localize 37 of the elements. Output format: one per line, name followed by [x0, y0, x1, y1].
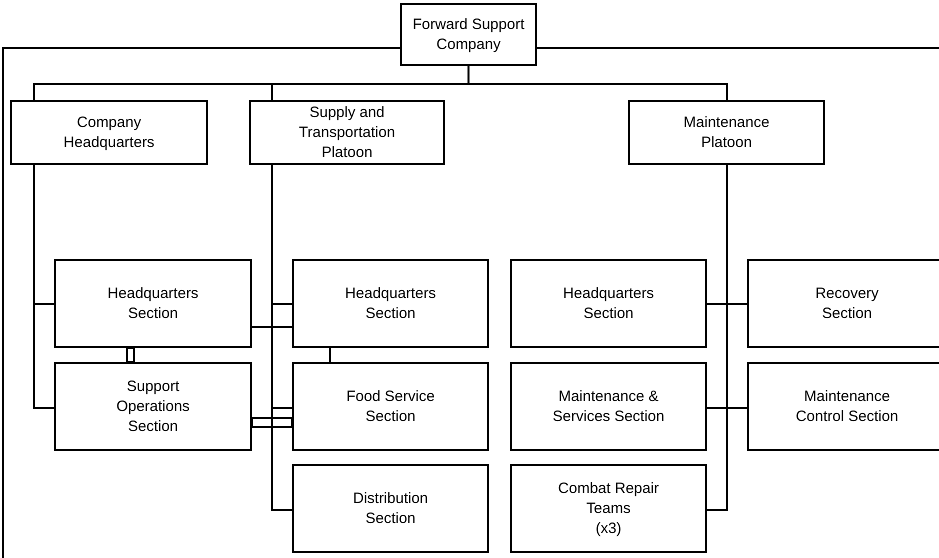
org-unit-box — [292, 464, 489, 553]
unit-name: Support Operations Section — [115, 376, 191, 436]
org-unit-box — [628, 100, 825, 165]
org-unit-box — [510, 259, 707, 348]
unit-name: Headquarters Section — [106, 284, 200, 324]
connector-line — [468, 66, 728, 100]
unit-name: Maintenance Platoon — [682, 112, 770, 152]
unit-name: Headquarters Section — [344, 284, 437, 324]
org-unit-box — [510, 464, 707, 553]
unit-name: Maintenance Control Section — [794, 386, 900, 426]
connector-line — [33, 165, 54, 409]
unit-name: Distribution Section — [352, 488, 430, 528]
unit-name: Supply and Transportation Platoon — [298, 102, 396, 162]
org-unit-box — [292, 259, 489, 348]
org-unit-box — [54, 259, 252, 348]
unit-name: (x3) — [596, 518, 622, 538]
unit-name: Maintenance & Services Section — [552, 386, 666, 426]
org-unit-box — [400, 3, 537, 66]
org-unit-box — [292, 362, 489, 451]
unit-name: Food Service Section — [345, 386, 436, 426]
unit-name: Forward Support Company — [412, 14, 526, 54]
connector-line — [251, 326, 293, 328]
unit-name: Recovery Section — [814, 284, 880, 324]
connector-line — [329, 347, 331, 363]
org-unit-box — [249, 100, 445, 165]
unit-name: Combat Repair Teams — [557, 478, 660, 518]
unit-name: Headquarters Section — [562, 284, 655, 324]
org-unit-box — [10, 100, 208, 165]
org-unit-box — [54, 362, 252, 451]
org-unit-box — [747, 259, 939, 348]
connector-line — [126, 347, 135, 363]
org-unit-box — [510, 362, 707, 451]
unit-name: Company Headquarters — [62, 112, 156, 152]
connector-line — [251, 417, 293, 428]
connector-line — [271, 165, 292, 511]
connector-line — [707, 165, 728, 511]
org-unit-box — [747, 362, 939, 451]
